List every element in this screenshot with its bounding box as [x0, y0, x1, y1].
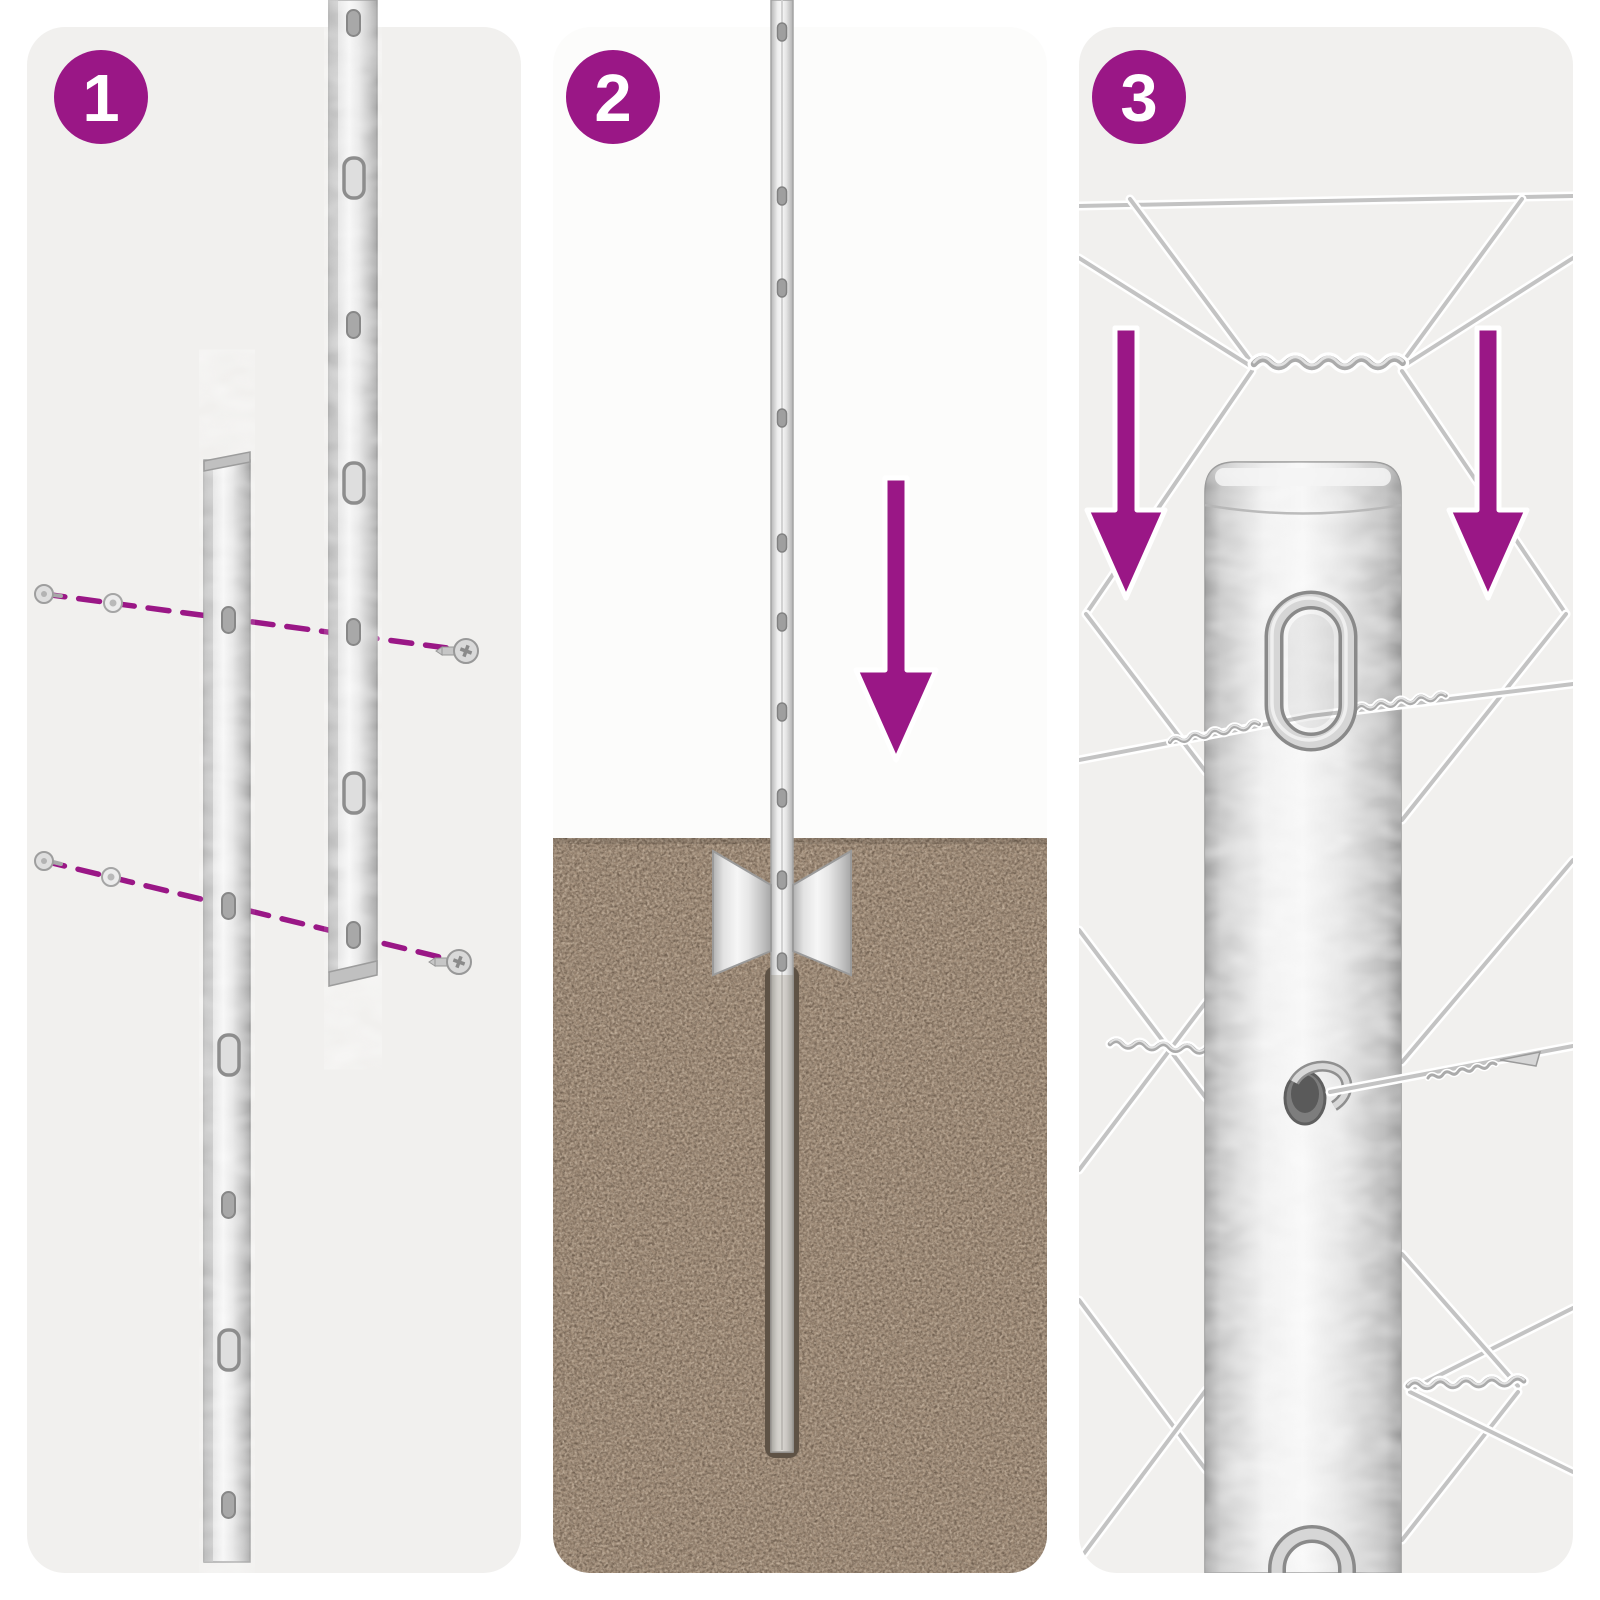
post-slot	[776, 702, 788, 722]
post-slot	[776, 533, 788, 553]
step-3-number: 3	[1120, 61, 1157, 136]
post-slot	[776, 22, 788, 42]
step-1-number: 1	[82, 61, 119, 136]
down-arrow-icon	[1084, 325, 1168, 601]
post-tab	[342, 461, 366, 505]
step-2-badge: 2	[566, 50, 660, 144]
washer-icon	[101, 867, 121, 887]
post-slot	[346, 618, 361, 646]
u-post-long	[328, 0, 378, 987]
screw-icon	[428, 949, 472, 975]
down-arrow-icon	[853, 475, 939, 763]
post-tab	[342, 771, 366, 815]
post-slot	[346, 9, 361, 37]
clip-pin	[1499, 1051, 1542, 1067]
fence-post-closeup	[1204, 461, 1402, 1573]
post-slot	[776, 408, 788, 428]
post-slot	[776, 870, 788, 890]
wire-hook-tab	[1268, 1525, 1356, 1573]
washer-icon	[103, 593, 123, 613]
screw-icon	[34, 584, 63, 604]
post-slot	[221, 1491, 236, 1519]
post-slot	[221, 606, 236, 634]
post-tab	[217, 1033, 241, 1077]
post-slot	[221, 1191, 236, 1219]
badge-circle	[566, 50, 660, 144]
post-slot	[776, 952, 788, 972]
screw-icon	[34, 851, 63, 871]
post-tab	[342, 156, 366, 200]
post-slot	[776, 612, 788, 632]
u-post-short	[203, 451, 251, 1563]
step-2-panel: 2	[553, 0, 1047, 1573]
post-slot	[346, 921, 361, 949]
post-slot	[776, 186, 788, 206]
panel-background	[27, 27, 521, 1573]
step-1-panel: 1	[27, 0, 521, 1573]
post-slot	[346, 311, 361, 339]
post-top-seam	[1204, 503, 1402, 515]
step-3-badge: 3	[1092, 50, 1186, 144]
post-slot	[776, 278, 788, 298]
step-2-number: 2	[594, 61, 631, 136]
down-arrow-icon	[1446, 325, 1530, 601]
step-3-panel: 3	[1079, 27, 1573, 1573]
step-1-badge: 1	[54, 50, 148, 144]
wire-hook-tab	[1264, 590, 1358, 752]
post-end-cap	[203, 451, 251, 472]
post-end-cap	[328, 960, 378, 987]
post-top-highlight	[1215, 468, 1391, 486]
fence-post	[770, 0, 794, 1453]
badge-circle	[54, 50, 148, 144]
ground-soil	[553, 838, 1047, 1573]
wire-clip	[1283, 1046, 1573, 1126]
post-below-ground-shade	[771, 975, 793, 1452]
badge-circle	[1092, 50, 1186, 144]
screw-icon	[435, 638, 479, 664]
post-slot	[776, 788, 788, 808]
post-tab	[217, 1328, 241, 1372]
post-slot	[221, 892, 236, 920]
anchor-plate	[712, 849, 852, 977]
